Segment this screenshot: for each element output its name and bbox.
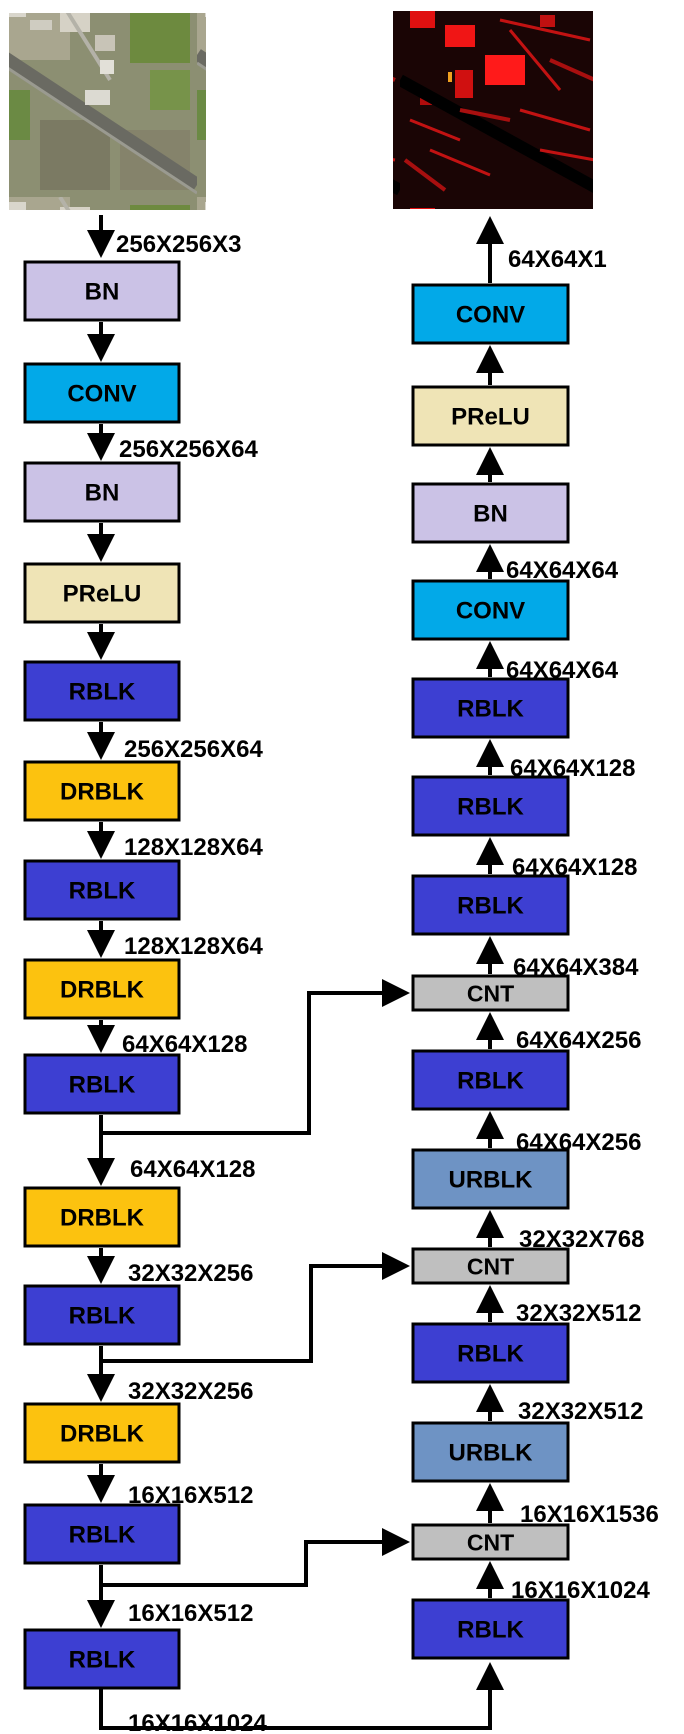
block-rblk-4: RBLK — [25, 1286, 179, 1344]
dec-dim-label-7: 64X64X256 — [516, 1027, 641, 1054]
block-rblk-3: RBLK — [25, 1055, 179, 1113]
block-rblk-4-label: RBLK — [69, 1303, 136, 1330]
block-drblk-3-label: DRBLK — [60, 1205, 145, 1232]
dec-dim-label-4: 64X64X128 — [510, 755, 635, 782]
enc-dim-label-9: 32X32X256 — [128, 1378, 253, 1405]
block-rblk-2: RBLK — [25, 861, 179, 919]
block-dec-prelu-label: PReLU — [451, 404, 530, 431]
block-rblk-6-label: RBLK — [69, 1647, 136, 1674]
block-dec-cnt-2: CNT — [413, 1249, 568, 1283]
enc-dim-label-4: 128X128X64 — [124, 834, 263, 861]
block-dec-rblk-4-label: RBLK — [457, 1068, 524, 1095]
block-dec-urblk-2-label: URBLK — [449, 1440, 534, 1467]
block-rblk-5: RBLK — [25, 1505, 179, 1563]
block-dec-rblk-5: RBLK — [413, 1324, 568, 1382]
blocks: BN CONV BN PReLU RBLK DRBLK RBLK DRBLK RBLK DRBLK… — [25, 262, 568, 1688]
dec-dim-label-1: 64X64X1 — [508, 246, 607, 273]
block-dec-conv: CONV — [413, 581, 568, 639]
block-dec-urblk-1-label: URBLK — [449, 1167, 534, 1194]
enc-dim-label-3: 256X256X64 — [124, 736, 263, 763]
block-dec-cnt-1-label: CNT — [467, 980, 514, 1006]
block-prelu-1: PReLU — [25, 564, 179, 622]
block-dec-rblk-1-label: RBLK — [457, 696, 524, 723]
enc-dim-label-2: 256X256X64 — [119, 436, 258, 463]
block-dec-conv-out-label: CONV — [456, 302, 525, 329]
block-conv-1-label: CONV — [67, 381, 136, 408]
input-aerial-image — [9, 13, 206, 210]
block-bn-2-label: BN — [85, 480, 120, 507]
dec-dim-label-10: 32X32X512 — [516, 1300, 641, 1327]
block-bn-1: BN — [25, 262, 179, 320]
block-drblk-2-label: DRBLK — [60, 977, 145, 1004]
dec-dim-label-11: 32X32X512 — [518, 1398, 643, 1425]
block-conv-1: CONV — [25, 364, 179, 422]
block-prelu-1-label: PReLU — [63, 581, 142, 608]
enc-dim-label-12: 16X16X1024 — [128, 1710, 267, 1734]
block-bn-2: BN — [25, 463, 179, 521]
block-bn-1-label: BN — [85, 279, 120, 306]
enc-dim-label-10: 16X16X512 — [128, 1482, 253, 1509]
output-segmentation-image — [393, 11, 593, 209]
block-drblk-1-label: DRBLK — [60, 779, 145, 806]
block-drblk-2: DRBLK — [25, 960, 179, 1018]
dec-dim-label-3: 64X64X64 — [506, 657, 619, 684]
enc-dim-label-6: 64X64X128 — [122, 1031, 247, 1058]
dec-dim-label-13: 16X16X1024 — [511, 1577, 650, 1604]
block-rblk-1-label: RBLK — [69, 679, 136, 706]
dimension-labels: 256X256X3 256X256X64 256X256X64 128X128X64 1… — [116, 231, 659, 1734]
block-dec-rblk-4: RBLK — [413, 1051, 568, 1109]
block-dec-rblk-5-label: RBLK — [457, 1341, 524, 1368]
block-drblk-4: DRBLK — [25, 1404, 179, 1462]
dec-dim-label-6: 64X64X384 — [513, 954, 639, 981]
block-dec-rblk-2-label: RBLK — [457, 794, 524, 821]
block-dec-rblk-2: RBLK — [413, 777, 568, 835]
block-rblk-1: RBLK — [25, 662, 179, 720]
block-drblk-1: DRBLK — [25, 762, 179, 820]
block-drblk-3: DRBLK — [25, 1188, 179, 1246]
enc-dim-label-7: 64X64X128 — [130, 1156, 255, 1183]
block-dec-rblk-3-label: RBLK — [457, 893, 524, 920]
enc-dim-label-8: 32X32X256 — [128, 1260, 253, 1287]
dec-dim-label-5: 64X64X128 — [512, 854, 637, 881]
enc-dim-label-11: 16X16X512 — [128, 1600, 253, 1627]
dec-dim-label-12: 16X16X1536 — [520, 1501, 659, 1528]
block-dec-cnt-1: CNT — [413, 976, 568, 1010]
dec-dim-label-8: 64X64X256 — [516, 1129, 641, 1156]
block-dec-rblk-6-label: RBLK — [457, 1617, 524, 1644]
block-dec-urblk-2: URBLK — [413, 1423, 568, 1481]
block-dec-cnt-3-label: CNT — [467, 1529, 514, 1555]
block-dec-conv-label: CONV — [456, 598, 525, 625]
dec-dim-label-2: 64X64X64 — [506, 557, 619, 584]
block-rblk-3-label: RBLK — [69, 1072, 136, 1099]
block-dec-conv-out: CONV — [413, 285, 568, 343]
dec-dim-label-9: 32X32X768 — [519, 1226, 644, 1253]
block-dec-rblk-6: RBLK — [413, 1600, 568, 1658]
block-dec-bn-label: BN — [473, 501, 508, 528]
block-dec-urblk-1: URBLK — [413, 1150, 568, 1208]
block-rblk-5-label: RBLK — [69, 1522, 136, 1549]
block-dec-rblk-1: RBLK — [413, 679, 568, 737]
enc-dim-label-5: 128X128X64 — [124, 933, 263, 960]
enc-dim-label-1: 256X256X3 — [116, 231, 241, 258]
block-rblk-2-label: RBLK — [69, 878, 136, 905]
block-dec-prelu: PReLU — [413, 387, 568, 445]
block-dec-cnt-2-label: CNT — [467, 1253, 514, 1279]
block-dec-cnt-3: CNT — [413, 1525, 568, 1559]
block-rblk-6: RBLK — [25, 1630, 179, 1688]
block-drblk-4-label: DRBLK — [60, 1421, 145, 1448]
block-dec-bn: BN — [413, 484, 568, 542]
block-dec-rblk-3: RBLK — [413, 876, 568, 934]
